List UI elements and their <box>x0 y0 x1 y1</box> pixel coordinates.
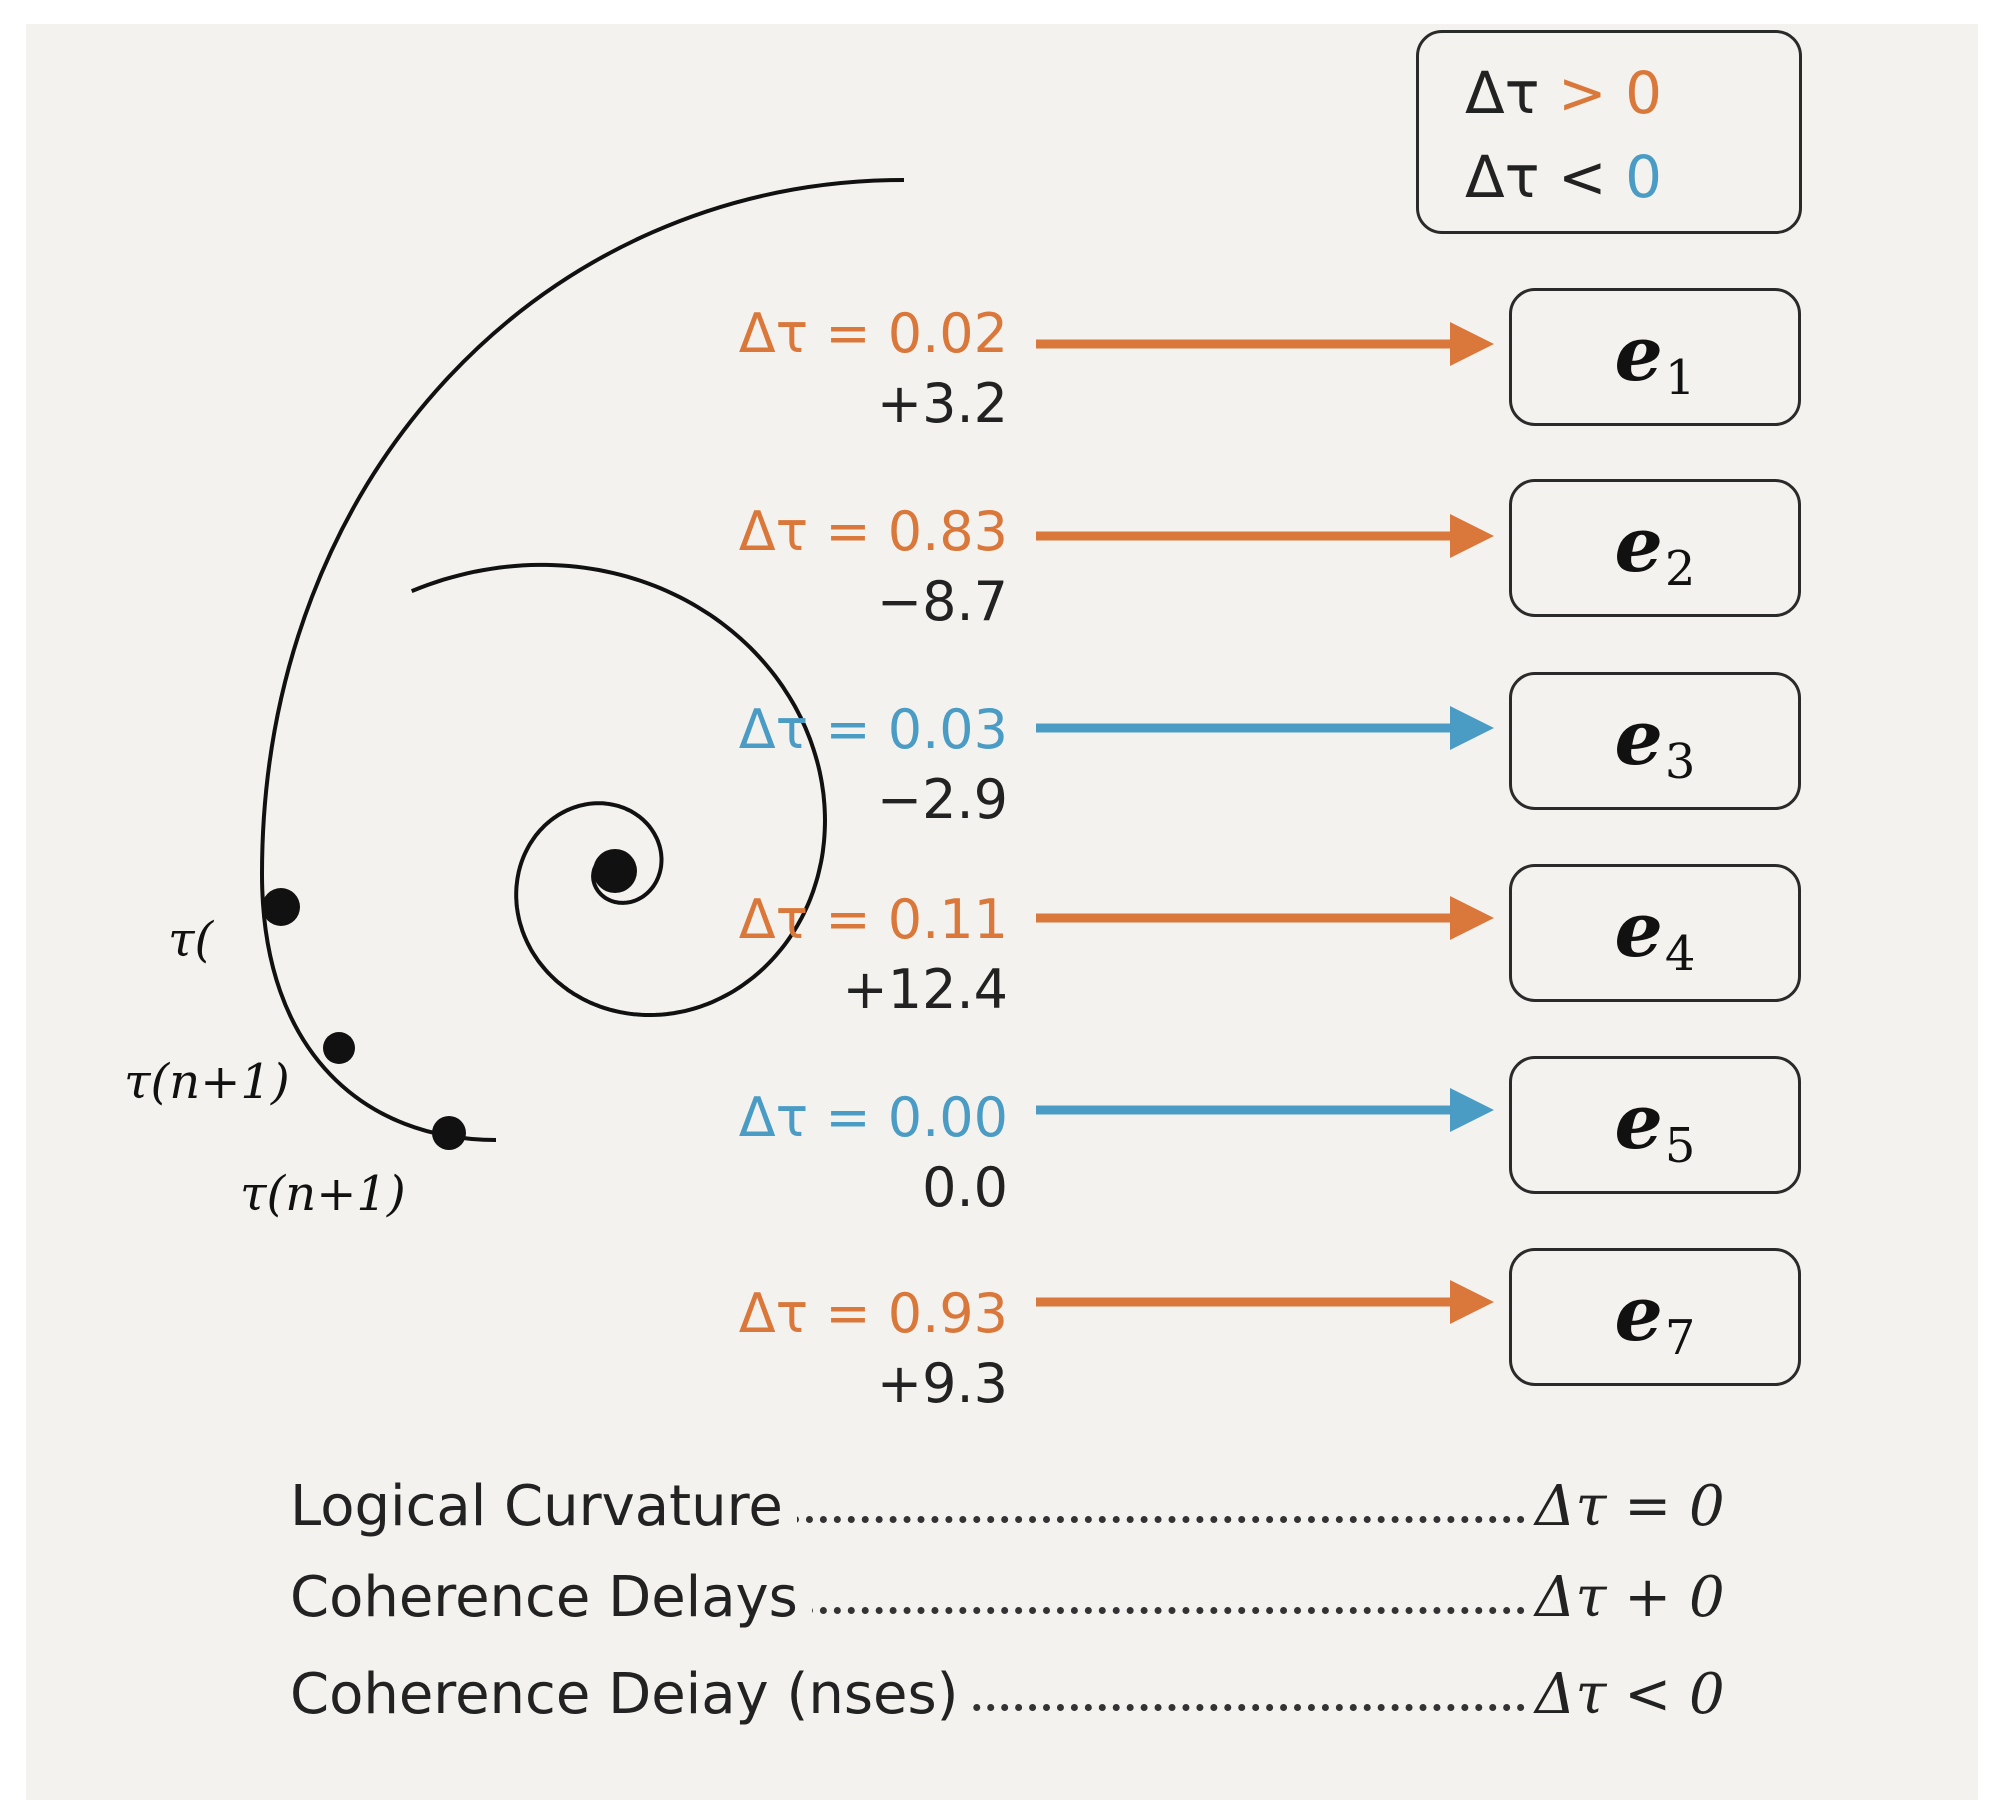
summary-leader-1 <box>290 1516 1525 1523</box>
summary-leader-2 <box>290 1607 1525 1614</box>
node-e5: e5 <box>1509 1056 1801 1194</box>
summary-label-1: Logical Curvature <box>290 1474 797 1539</box>
node-subscript-3: 3 <box>1664 733 1696 790</box>
value-label-2: −8.7 <box>876 570 1008 633</box>
node-symbol-6: e <box>1614 1268 1663 1358</box>
node-label-1: e1 <box>1615 309 1696 406</box>
summary-value-1: Δτ = 0 <box>1527 1474 1735 1539</box>
value-label-3: −2.9 <box>876 768 1008 831</box>
arrow-2-head <box>1450 514 1494 558</box>
arrow-6-head <box>1450 1280 1494 1324</box>
spiral-center-dot <box>593 849 637 893</box>
spiral-point-1 <box>262 888 300 926</box>
delta-label-4: Δτ = 0.11 <box>738 888 1008 951</box>
node-e7: e7 <box>1509 1248 1801 1386</box>
summary-row-1: Logical Curvature Δτ = 0 <box>290 1474 1735 1544</box>
spiral-diagram <box>259 178 1494 1324</box>
node-label-4: e4 <box>1615 885 1696 982</box>
legend-negative-value: 0 <box>1625 143 1662 211</box>
node-e4: e4 <box>1509 864 1801 1002</box>
arrow-4-head <box>1450 896 1494 940</box>
delta-label-3: Δτ = 0.03 <box>738 698 1008 761</box>
arrow-5-head <box>1450 1088 1494 1132</box>
summary-row-3: Coherence Deiay (nses) Δτ < 0 <box>290 1662 1735 1732</box>
value-label-5: 0.0 <box>922 1156 1008 1219</box>
value-label-6: +9.3 <box>876 1352 1008 1415</box>
node-subscript-4: 4 <box>1664 925 1696 982</box>
node-symbol-3: e <box>1614 692 1663 782</box>
node-subscript-1: 1 <box>1664 349 1696 406</box>
node-e2: e2 <box>1509 479 1801 617</box>
arrow-3-head <box>1450 706 1494 750</box>
legend-box: Δτ > 0 Δτ < 0 <box>1416 30 1802 234</box>
legend-positive: Δτ > 0 <box>1465 59 1662 127</box>
arrow-1-head <box>1450 322 1494 366</box>
summary-value-3: Δτ < 0 <box>1527 1662 1735 1727</box>
legend-positive-value: 0 <box>1625 59 1662 127</box>
delta-label-1: Δτ = 0.02 <box>738 302 1008 365</box>
node-symbol-5: e <box>1614 1076 1663 1166</box>
node-label-3: e3 <box>1615 693 1696 790</box>
node-subscript-2: 2 <box>1664 540 1696 597</box>
legend-negative-op: < <box>1558 143 1607 211</box>
summary-label-2: Coherence Delays <box>290 1565 812 1630</box>
value-label-1: +3.2 <box>876 372 1008 435</box>
summary-row-2: Coherence Delays Δτ + 0 <box>290 1565 1735 1635</box>
summary-value-2: Δτ + 0 <box>1527 1565 1735 1630</box>
node-label-2: e2 <box>1615 500 1696 597</box>
value-label-4: +12.4 <box>842 958 1008 1021</box>
spiral-label-3: τ(n+1) <box>240 1166 406 1222</box>
node-e1: e1 <box>1509 288 1801 426</box>
legend-negative: Δτ < 0 <box>1465 143 1662 211</box>
legend-positive-symbol: Δτ <box>1465 59 1540 127</box>
delta-label-6: Δτ = 0.93 <box>738 1282 1008 1345</box>
spiral-curve <box>259 178 905 1142</box>
node-symbol-2: e <box>1614 499 1663 589</box>
node-e3: e3 <box>1509 672 1801 810</box>
diagram-panel: Δτ > 0 Δτ < 0 Δτ = 0.02 +3.2 e1 Δτ = 0.8… <box>26 24 1978 1800</box>
delta-label-2: Δτ = 0.83 <box>738 500 1008 563</box>
arrows-group <box>1036 322 1494 1324</box>
summary-label-3: Coherence Deiay (nses) <box>290 1662 973 1727</box>
spiral-label-1: τ( <box>168 912 214 968</box>
node-label-5: e5 <box>1615 1077 1696 1174</box>
node-label-6: e7 <box>1615 1269 1696 1366</box>
node-subscript-5: 5 <box>1664 1117 1696 1174</box>
delta-label-5: Δτ = 0.00 <box>738 1086 1008 1149</box>
spiral-point-3 <box>432 1116 466 1150</box>
legend-negative-symbol: Δτ <box>1465 143 1540 211</box>
spiral-point-2 <box>323 1032 355 1064</box>
legend-positive-op: > <box>1558 59 1607 127</box>
node-subscript-6: 7 <box>1664 1309 1696 1366</box>
spiral-label-2: τ(n+1) <box>124 1054 290 1110</box>
node-symbol-1: e <box>1614 308 1663 398</box>
node-symbol-4: e <box>1614 884 1663 974</box>
